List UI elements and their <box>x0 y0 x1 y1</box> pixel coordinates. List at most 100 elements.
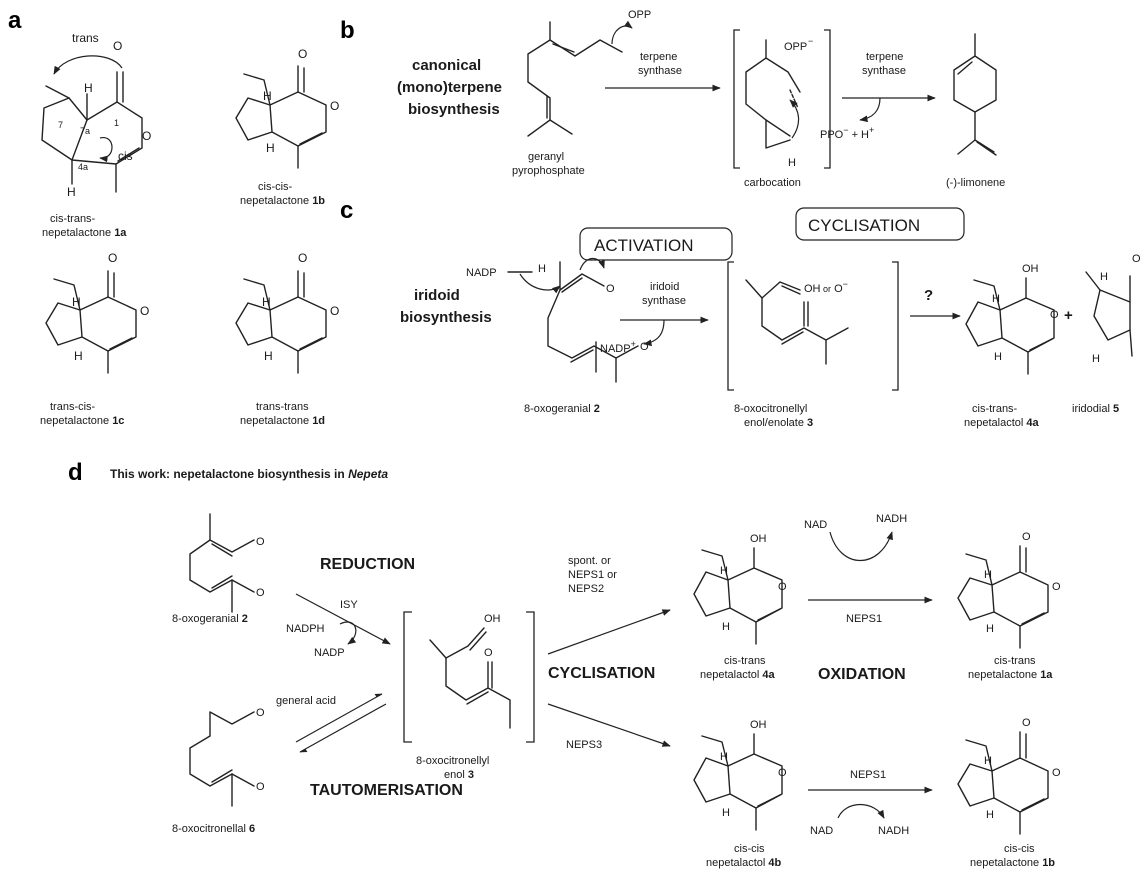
structure-1a-d <box>957 545 1049 649</box>
caption-4a-d-line2: nepetalactol 4a <box>700 669 776 681</box>
bracket-left-d <box>403 611 412 743</box>
nepetalactol-4a-c-OH: OH <box>1022 263 1039 275</box>
nadp-h-H: H <box>538 263 546 275</box>
cyclisation-label-c: CYCLISATION <box>808 216 920 235</box>
structure-4b <box>693 733 783 831</box>
bracket-right-d <box>526 611 535 743</box>
atom-H-1b-bottom: H <box>266 141 275 155</box>
bracket-right-c <box>892 261 899 391</box>
byproduct-text: PPO− + H+ <box>820 125 874 141</box>
structure-carbocation <box>745 39 801 149</box>
1a-d-H2: H <box>986 623 994 635</box>
isy-label: ISY <box>340 599 358 611</box>
bracket-left-b <box>733 29 740 169</box>
neps1-top-label: NEPS1 <box>846 613 882 625</box>
enzyme2-line1: terpene <box>866 51 903 63</box>
structure-enol-c <box>745 279 849 365</box>
oxocitronellal-O2: O <box>256 781 265 793</box>
question-mark: ? <box>924 287 933 304</box>
enol-c-oh: OH or O− <box>804 279 848 295</box>
panel-label-c: c <box>340 197 353 224</box>
caption-carbocation: carbocation <box>744 177 801 189</box>
oxocitronellal-O1: O <box>256 707 265 719</box>
nadp-plus-c: NADP+ <box>600 339 636 355</box>
iridoid-synthase-line1: iridoid <box>650 281 679 293</box>
structure-1b-d <box>957 731 1049 835</box>
atom-H-1a-bottom: H <box>67 185 76 199</box>
spont-line2: NEPS1 or <box>568 569 617 581</box>
structure-oxogeranial-d <box>189 513 255 613</box>
4a-d-O: O <box>778 581 787 593</box>
caption-1d-line2: nepetalactone 1d <box>240 415 325 427</box>
atom-number-7: 7 <box>58 120 63 130</box>
caption-gpp-line2: pyrophosphate <box>512 165 585 177</box>
nepetalactol-4a-c-O: O <box>1050 309 1059 321</box>
arrow-nadp-plus-c <box>643 319 665 347</box>
gpp-opp: OPP <box>628 9 651 21</box>
4a-d-H2: H <box>722 621 730 633</box>
caption-oxogeranial-c: 8-oxogeranial 2 <box>524 403 600 415</box>
bracket-right-b <box>824 29 831 169</box>
panel-label-b: b <box>340 17 355 44</box>
nepetalactol-4a-c-H1: H <box>992 293 1000 305</box>
spont-line1: spont. or <box>568 555 611 567</box>
caption-1b-d-line2: nepetalactone 1b <box>970 857 1055 869</box>
structure-limonene <box>953 33 997 156</box>
structure-1d <box>235 270 327 374</box>
caption-gpp-line1: geranyl <box>528 151 564 163</box>
atom-O-1c-carbonyl: O <box>108 251 117 265</box>
iridoid-synthase-line2: synthase <box>642 295 686 307</box>
atom-O-1c-ring: O <box>140 304 149 318</box>
arrow-nadph <box>339 621 357 645</box>
4b-O: O <box>778 767 787 779</box>
nadph-label: NADPH <box>286 623 325 635</box>
oxogeranial-c-O2: O <box>640 341 649 353</box>
nadh-bottom: NADH <box>878 825 909 837</box>
tautomerisation-label: TAUTOMERISATION <box>310 782 463 799</box>
caption-1d-line1: trans-trans <box>256 401 309 413</box>
caption-enol-d-line1: 8-oxocitronellyl <box>416 755 489 767</box>
arrow-byproduct <box>859 97 881 123</box>
caption-1c-line1: trans-cis- <box>50 401 96 413</box>
neps1-bottom-label: NEPS1 <box>850 769 886 781</box>
bracket-left-c <box>727 261 734 391</box>
1a-d-H1: H <box>984 569 992 581</box>
enzyme2-line2: synthase <box>862 65 906 77</box>
caption-1c-line2: nepetalactone 1c <box>40 415 124 427</box>
structure-4a-c <box>965 277 1055 375</box>
structure-oxogeranial-c <box>519 257 639 383</box>
structure-1b <box>235 65 327 169</box>
nad-plus-bottom: NAD <box>810 825 833 837</box>
panel-c-title-line1: iridoid <box>414 287 460 304</box>
enzyme1-line2: synthase <box>638 65 682 77</box>
nadh-top: NADH <box>876 513 907 525</box>
activation-box <box>579 227 733 261</box>
atom-O-1a-carbonyl: O <box>113 39 122 53</box>
caption-1a-d-line2: nepetalactone 1a <box>968 669 1053 681</box>
label-trans: trans <box>72 31 99 45</box>
oxogeranial-d-O2: O <box>256 587 265 599</box>
neps3-label: NEPS3 <box>566 739 602 751</box>
caption-4a-c-line1: cis-trans- <box>972 403 1018 415</box>
atom-number-1: 1 <box>114 118 119 128</box>
atom-O-1a-ring: O <box>142 129 151 143</box>
1b-d-O1: O <box>1022 717 1031 729</box>
caption-1b-line1: cis-cis- <box>258 181 293 193</box>
structure-iridodial <box>1085 271 1133 357</box>
1b-d-O2: O <box>1052 767 1061 779</box>
iridodial-H1: H <box>1100 271 1108 283</box>
general-acid-label: general acid <box>276 695 336 707</box>
structure-4a-d <box>693 547 783 645</box>
enol-d-O: O <box>484 647 493 659</box>
label-cis: cis <box>118 149 133 163</box>
arrow-tautomer-back <box>299 703 387 753</box>
atom-O-1d-carbonyl: O <box>298 251 307 265</box>
arrow-nad-top <box>829 531 893 561</box>
caption-1b-d-line1: cis-cis <box>1004 843 1035 855</box>
4b-H1: H <box>720 751 728 763</box>
4b-H2: H <box>722 807 730 819</box>
1b-d-H1: H <box>984 755 992 767</box>
plus-sign-c: + <box>1064 307 1073 324</box>
atom-number-4a: 4a <box>78 162 88 172</box>
